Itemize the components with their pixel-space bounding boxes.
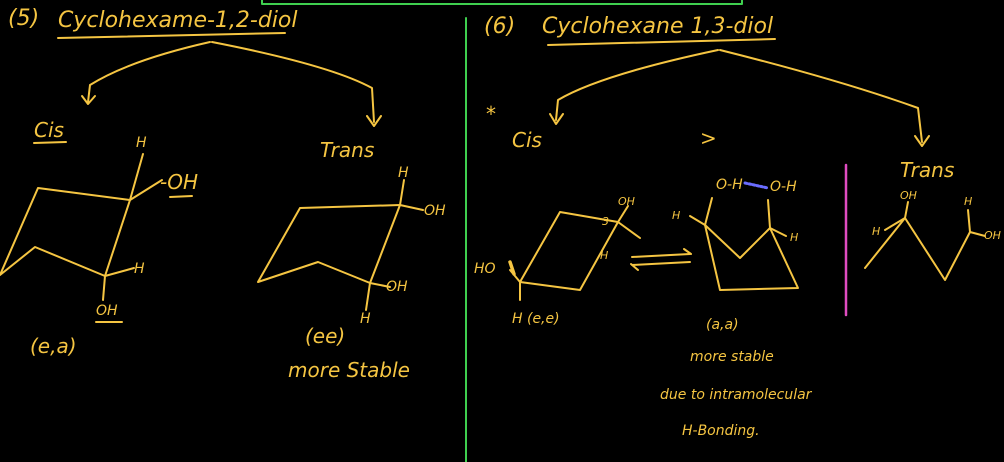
right-trans-oh1: OH xyxy=(900,189,917,202)
left-arrowhead-trans xyxy=(366,115,382,127)
cis-chair-left xyxy=(0,153,193,323)
right-trans-label: Trans xyxy=(900,158,955,182)
left-branch-trans xyxy=(211,41,375,123)
left-trans-h-bottom: H xyxy=(360,311,371,327)
left-trans-conformation: (ee) xyxy=(305,324,346,348)
cis-chair-right-2 xyxy=(689,197,799,291)
left-cis-conformation: (e,a) xyxy=(30,334,77,358)
right-cis-o-h-2: O-H xyxy=(770,179,797,195)
equilibrium-back xyxy=(630,261,691,271)
left-cis-h-top: H xyxy=(136,135,147,151)
right-branch-trans xyxy=(719,49,923,143)
left-trans-h-top: H xyxy=(398,165,409,181)
left-cis-oh-bottom: OH xyxy=(96,303,118,319)
right-cis-h1: H xyxy=(600,249,609,262)
right-cis-label: Cis xyxy=(512,128,542,152)
left-section-number: (5) xyxy=(8,6,40,31)
left-title-underline xyxy=(57,32,286,39)
right-arrowhead-cis xyxy=(549,113,564,125)
left-arrowhead-cis xyxy=(81,95,96,105)
cis-chair-right-1 xyxy=(508,205,641,301)
right-title-underline xyxy=(547,38,776,46)
left-cis-label: Cis xyxy=(34,118,64,142)
right-note-line-3: H-Bonding. xyxy=(682,423,760,439)
right-cis-position-3: 3 xyxy=(602,215,609,228)
left-trans-note: more Stable xyxy=(288,358,410,382)
right-note-line-2: due to intramolecular xyxy=(660,387,812,403)
right-section-number: (6) xyxy=(484,14,516,39)
equilibrium-forward xyxy=(631,248,692,258)
right-trans-oh2: OH xyxy=(984,229,1001,242)
left-trans-oh-top: OH xyxy=(424,203,446,219)
left-trans-oh-bottom: OH xyxy=(386,279,408,295)
right-cis-oh1: OH xyxy=(618,195,635,208)
trans-chair-left xyxy=(257,179,424,311)
right-branch-cis xyxy=(555,49,719,121)
right-cis-h3: H xyxy=(672,209,681,222)
right-greater-than: > xyxy=(700,126,717,150)
hydrogen-bond xyxy=(743,181,770,190)
right-cis-conformation-2: (a,a) xyxy=(706,317,739,333)
right-cis-conformation-1: H (e,e) xyxy=(512,311,560,327)
right-trans-h2: H xyxy=(964,195,973,208)
cis-underline-left xyxy=(33,141,67,144)
trans-chair-right xyxy=(864,201,986,281)
top-frame xyxy=(261,0,743,5)
left-title: Cyclohexame-1,2-diol xyxy=(58,8,298,33)
right-note-line-1: more stable xyxy=(690,349,774,365)
left-trans-label: Trans xyxy=(320,138,375,162)
left-cis-h-bottom: H xyxy=(134,261,145,277)
right-title: Cyclohexane 1,3-diol xyxy=(542,14,774,39)
left-branch-cis xyxy=(87,41,211,103)
right-trans-h1: H xyxy=(872,225,881,238)
right-cis-h4: H xyxy=(790,231,799,244)
right-cis-o-h-1: O-H xyxy=(716,177,743,193)
right-arrowhead-trans xyxy=(914,135,930,147)
right-star: * xyxy=(486,102,496,126)
left-cis-oh-top: -OH xyxy=(160,170,198,194)
right-cis-ho: HO xyxy=(474,261,496,277)
